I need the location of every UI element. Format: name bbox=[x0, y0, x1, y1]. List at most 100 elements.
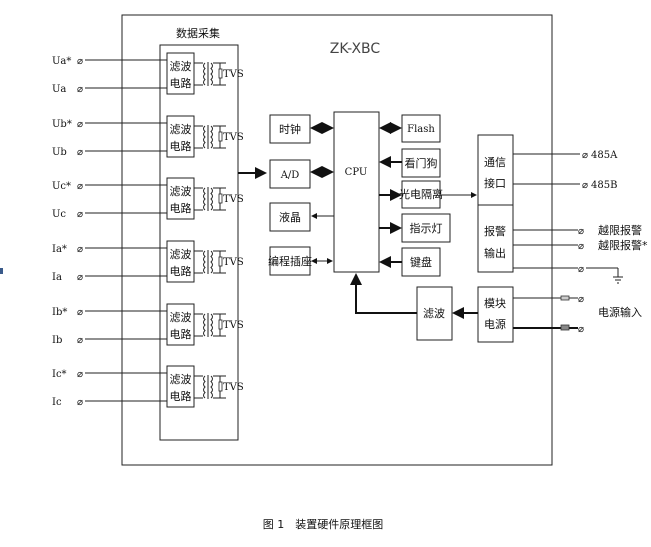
filter-circuit-block bbox=[166, 365, 195, 408]
comm-label-1: 通信 bbox=[484, 156, 506, 169]
tvs-icon bbox=[218, 193, 223, 204]
prog-socket-block bbox=[269, 246, 311, 276]
filter-label-1: 滤波 bbox=[170, 185, 192, 198]
tvs-icon bbox=[218, 68, 223, 79]
terminal-485b-label: 485B bbox=[591, 180, 617, 191]
input-label-minus: Ib bbox=[52, 335, 62, 346]
terminal-symbol: ⌀ bbox=[77, 244, 83, 255]
opto-label: 光电隔离 bbox=[399, 187, 443, 201]
filter-cpu-link bbox=[350, 273, 417, 314]
power-module-label-2: 电源 bbox=[484, 317, 506, 331]
filter-label-2: 电路 bbox=[170, 202, 192, 215]
input-channels: Ua*Ua⌀⌀滤波电路TVSUb*Ub⌀⌀滤波电路TVSUc*Uc⌀⌀滤波电路T… bbox=[52, 52, 244, 408]
input-label-minus: Ua bbox=[52, 84, 66, 95]
tvs-icon bbox=[218, 131, 223, 142]
filter-circuit-block bbox=[166, 177, 195, 220]
input-label-minus: Ia bbox=[52, 272, 62, 283]
input-label-plus: Ub* bbox=[52, 119, 72, 130]
filter-label-2: 电路 bbox=[170, 328, 192, 341]
cpu-block bbox=[333, 111, 380, 273]
terminal-power1-symbol: ⌀ bbox=[578, 294, 584, 305]
tvs-label: TVS bbox=[223, 257, 244, 268]
filter-circuit-block bbox=[166, 52, 195, 95]
tvs-icon bbox=[218, 256, 223, 267]
filter-circuit-block bbox=[166, 115, 195, 158]
terminal-symbol: ⌀ bbox=[77, 147, 83, 158]
prog-socket-label: 编程插座 bbox=[268, 254, 312, 268]
acquisition-label: 数据采集 bbox=[176, 26, 220, 40]
fuse-icon bbox=[560, 324, 570, 331]
transformer-icon bbox=[194, 62, 226, 86]
tvs-icon bbox=[218, 381, 223, 392]
power-module-block bbox=[477, 286, 514, 343]
terminal-symbol: ⌀ bbox=[77, 181, 83, 192]
led-block bbox=[401, 213, 451, 243]
input-label-minus: Ic bbox=[52, 397, 62, 408]
input-label-plus: Ic* bbox=[52, 369, 67, 380]
input-label-plus: Ua* bbox=[52, 56, 71, 67]
power-filter-label: 滤波 bbox=[423, 307, 445, 320]
terminal-alarm1-symbol: ⌀ bbox=[578, 226, 584, 237]
tvs-label: TVS bbox=[223, 69, 244, 80]
flash-label: Flash bbox=[407, 124, 435, 135]
terminal-ground-symbol: ⌀ bbox=[578, 264, 584, 275]
tvs-label: TVS bbox=[223, 194, 244, 205]
terminal-symbol: ⌀ bbox=[77, 209, 83, 220]
comm-interface-block bbox=[477, 134, 514, 206]
ground-icon bbox=[586, 267, 623, 284]
device-title: ZK-XBC bbox=[330, 41, 381, 57]
filter-label-1: 滤波 bbox=[170, 60, 192, 73]
filter-label-2: 电路 bbox=[170, 390, 192, 403]
flash-block bbox=[401, 114, 441, 143]
terminal-485a-symbol: ⌀ bbox=[582, 150, 588, 161]
watchdog-label: 看门狗 bbox=[405, 156, 438, 170]
comm-label-2: 接口 bbox=[484, 177, 506, 190]
transformer-icon bbox=[194, 125, 226, 149]
input-label-plus: Ib* bbox=[52, 307, 67, 318]
filter-label-1: 滤波 bbox=[170, 373, 192, 386]
terminal-485a-label: 485A bbox=[591, 150, 618, 161]
transformer-icon bbox=[194, 375, 226, 399]
terminal-symbol: ⌀ bbox=[77, 307, 83, 318]
terminal-alarm2-symbol: ⌀ bbox=[578, 241, 584, 252]
filter-label-2: 电路 bbox=[170, 140, 192, 153]
terminal-symbol: ⌀ bbox=[77, 56, 83, 67]
input-label-plus: Ia* bbox=[52, 244, 67, 255]
terminal-symbol: ⌀ bbox=[77, 272, 83, 283]
filter-label-2: 电路 bbox=[170, 265, 192, 278]
terminal-alarm1-label: 越限报警 bbox=[598, 223, 642, 237]
input-label-plus: Uc* bbox=[52, 181, 71, 192]
terminal-symbol: ⌀ bbox=[77, 335, 83, 346]
tvs-label: TVS bbox=[223, 132, 244, 143]
terminal-symbol: ⌀ bbox=[77, 397, 83, 408]
transformer-icon bbox=[194, 313, 226, 337]
lcd-label: 液晶 bbox=[279, 210, 301, 224]
led-label: 指示灯 bbox=[410, 221, 443, 235]
clock-block bbox=[269, 114, 311, 144]
input-label-minus: Uc bbox=[52, 209, 66, 220]
alarm-label-2: 输出 bbox=[484, 246, 506, 260]
clock-label: 时钟 bbox=[279, 122, 301, 136]
terminal-alarm2-label: 越限报警* bbox=[598, 238, 648, 252]
fuse-icon bbox=[560, 295, 570, 301]
terminal-symbol: ⌀ bbox=[77, 369, 83, 380]
alarm-label-1: 报警 bbox=[484, 224, 506, 238]
lcd-block bbox=[269, 202, 311, 232]
alarm-output-block bbox=[477, 204, 514, 273]
terminal-symbol: ⌀ bbox=[77, 119, 83, 130]
cpu-label: CPU bbox=[345, 167, 368, 178]
power-filter-block bbox=[416, 286, 453, 341]
transformer-icon bbox=[194, 250, 226, 274]
ad-label: A/D bbox=[280, 170, 300, 181]
power-module-label-1: 模块 bbox=[484, 297, 506, 310]
filter-label-1: 滤波 bbox=[170, 248, 192, 261]
power-input-label: 电源输入 bbox=[598, 305, 642, 319]
terminal-power2-symbol: ⌀ bbox=[578, 324, 584, 335]
filter-label-1: 滤波 bbox=[170, 123, 192, 136]
filter-label-1: 滤波 bbox=[170, 311, 192, 324]
edge-mark bbox=[0, 268, 3, 274]
